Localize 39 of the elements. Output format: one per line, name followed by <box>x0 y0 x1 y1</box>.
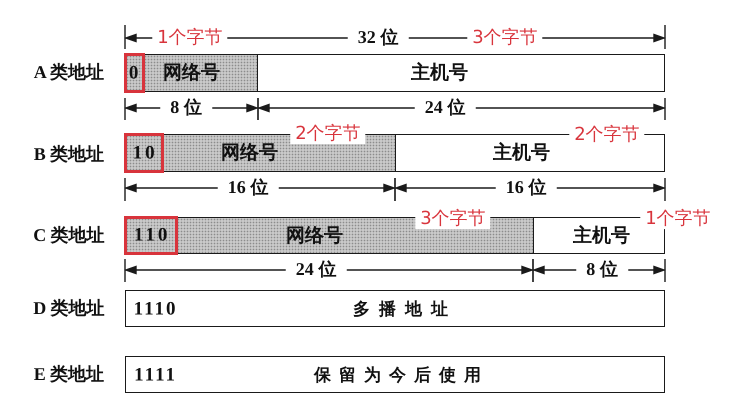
dimension-label: 24 位 <box>286 260 346 280</box>
highlighted-bits-box <box>124 132 164 173</box>
field-label: 主机号 <box>411 64 468 82</box>
field-box <box>183 290 665 327</box>
dimension-label: 8 位 <box>160 98 212 118</box>
field-label: 0 <box>128 63 138 82</box>
dimension-label: 32 位 <box>348 28 408 48</box>
field-label: 保留为今后使用 <box>312 366 490 383</box>
annotation-label: 2个字节 <box>290 124 366 144</box>
row-label: E 类地址 <box>34 365 104 385</box>
dimension-label: 24 位 <box>414 98 476 118</box>
row-label: A 类地址 <box>34 63 104 83</box>
field-box <box>125 356 184 393</box>
field-label: 1110 <box>132 299 178 318</box>
field-label: 10 <box>132 143 158 162</box>
field-label: 主机号 <box>573 226 630 245</box>
field-box <box>125 290 184 327</box>
annotation-label: 2个字节 <box>569 125 645 145</box>
field-box <box>183 356 665 393</box>
dimension-label: 16 位 <box>218 178 278 198</box>
shaded-field <box>125 54 258 92</box>
row-label: C 类地址 <box>33 226 105 246</box>
dimension-label: 16 位 <box>496 178 556 198</box>
annotation-label: 3个字节 <box>415 209 491 229</box>
field-label: 1111 <box>133 365 178 384</box>
row-label: D 类地址 <box>33 299 105 319</box>
field-label: 主机号 <box>493 144 550 162</box>
field-label: 网络号 <box>221 144 278 162</box>
field-label: 网络号 <box>286 226 344 245</box>
field-label: 多播地址 <box>352 300 458 317</box>
field-label: 网络号 <box>163 64 220 82</box>
highlighted-bits-box <box>124 216 178 255</box>
field-box <box>257 54 665 92</box>
annotation-label: 1个字节 <box>152 28 228 48</box>
row-label: B 类地址 <box>34 145 104 165</box>
field-label: 110 <box>132 226 170 245</box>
dimension-label: 8 位 <box>576 260 628 280</box>
highlighted-bits-box <box>124 52 145 93</box>
annotation-label: 3个字节 <box>467 28 543 48</box>
